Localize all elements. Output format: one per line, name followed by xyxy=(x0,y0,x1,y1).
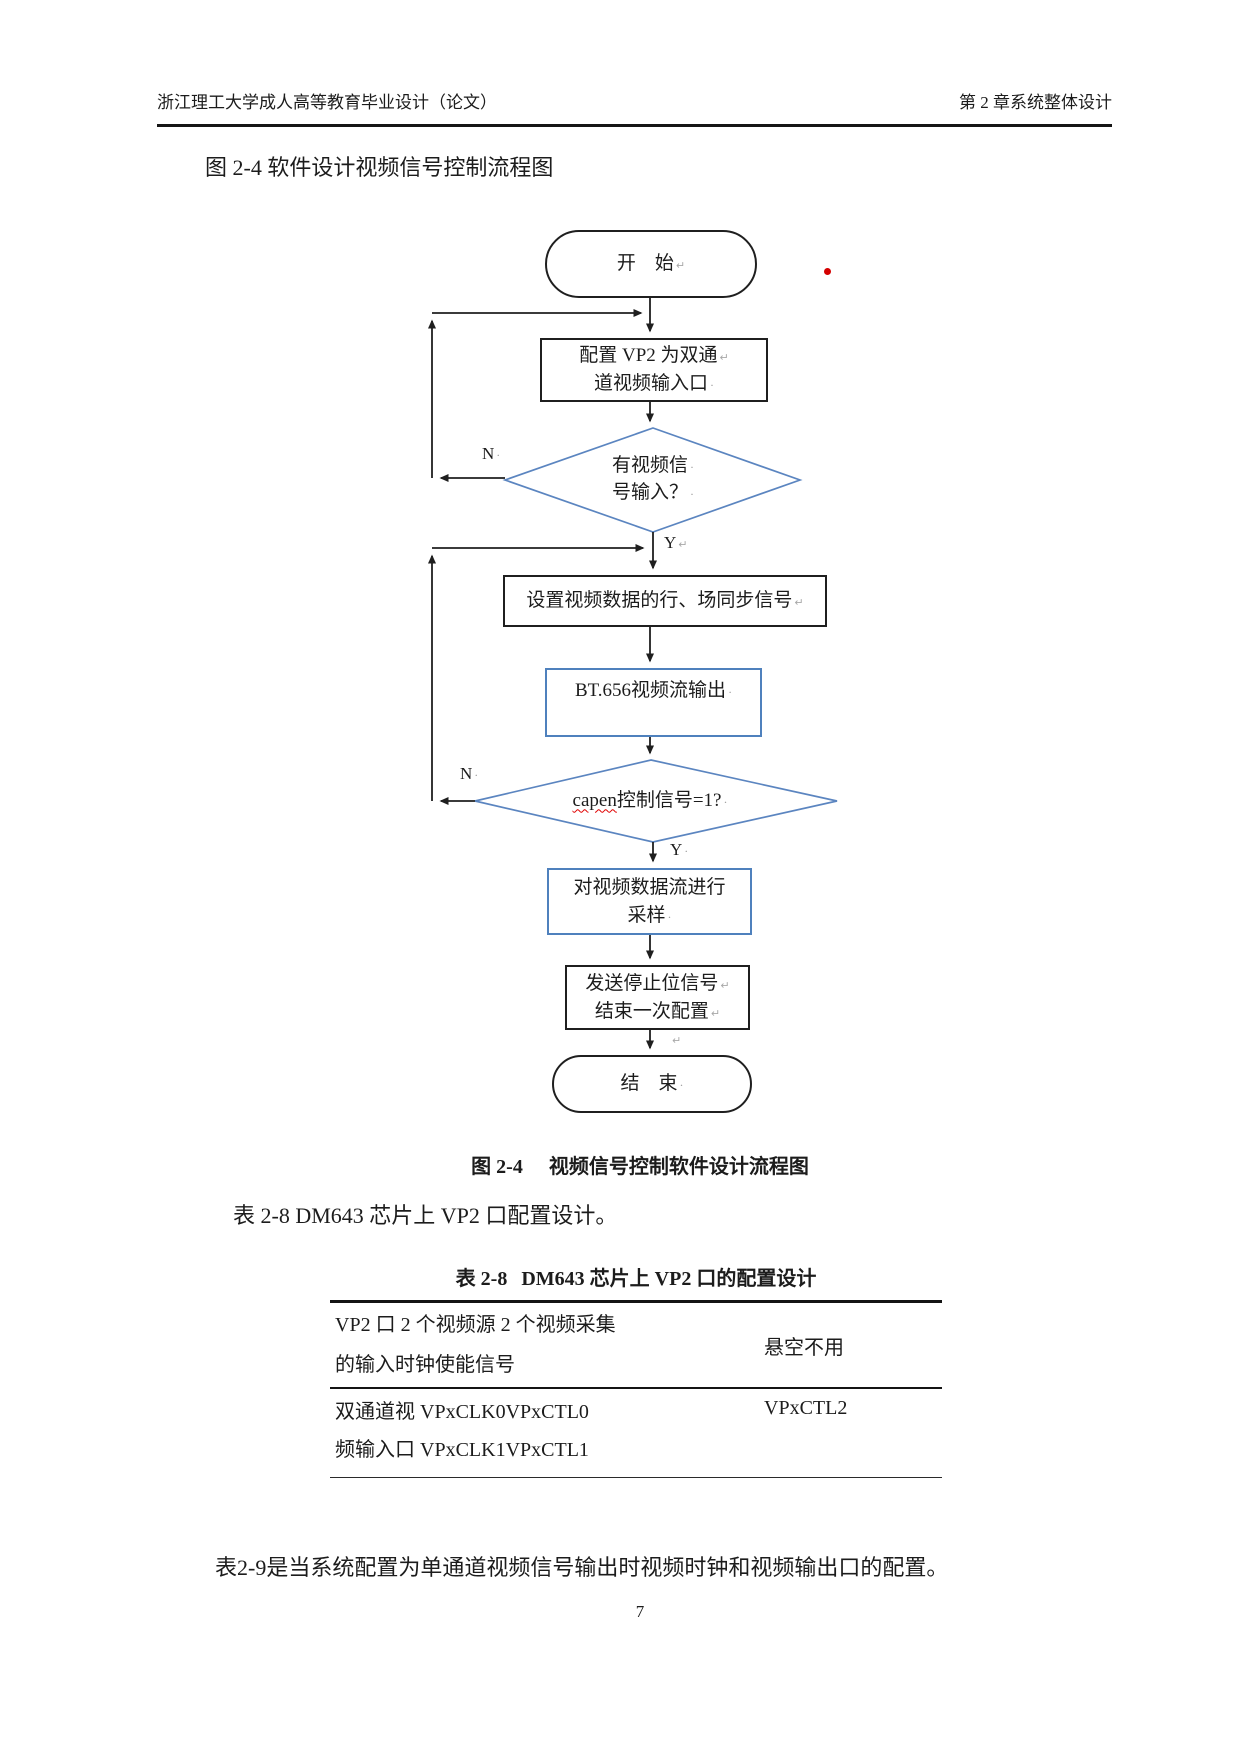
dot-mark: · xyxy=(723,794,728,809)
table-body: VP2 口 2 个视频源 2 个视频采集 的输入时钟使能信号 悬空不用 双通道视… xyxy=(330,1300,942,1478)
node-sync-label: 设置视频数据的行、场同步信号 xyxy=(526,590,793,612)
decision-video-line1: 有视频信 xyxy=(611,455,688,477)
dot-mark: · xyxy=(474,768,479,782)
decision-video-line2: 号输入？ xyxy=(611,482,688,503)
capen-word: capen xyxy=(572,789,617,811)
dot-mark: · xyxy=(667,909,672,924)
dot-mark: · xyxy=(690,487,694,501)
dot-mark: · xyxy=(496,448,501,462)
return-mark: ↵ xyxy=(794,596,804,610)
dot-mark: · xyxy=(728,685,733,699)
node-start-label: 开 始 xyxy=(616,253,674,275)
dot-mark: · xyxy=(684,844,689,858)
table-title-number: 表 2-8 xyxy=(455,1268,508,1290)
label-n-capen: N· xyxy=(460,764,479,783)
cell-config-value: VPxCTL2 xyxy=(764,1397,848,1419)
return-mark: ↵ xyxy=(719,351,729,365)
cell-signal-description: 双通道视 VPxCLK0VPxCTL0 频输入口 VPxCLK1VPxCTL1 xyxy=(330,1389,759,1477)
figure-caption: 图 2-4 视频信号控制软件设计流程图 xyxy=(30,1150,1240,1179)
node-end-label: 结 束 xyxy=(620,1073,678,1095)
node-sample-line2: 采样 xyxy=(627,904,666,926)
table-row: VP2 口 2 个视频源 2 个视频采集 的输入时钟使能信号 悬空不用 xyxy=(330,1303,942,1389)
cell-line: 频输入口 VPxCLK1VPxCTL1 xyxy=(335,1439,589,1461)
node-stop-bit: 发送停止位信号↵ 结束一次配置↵ xyxy=(565,965,750,1030)
loop-video-signal-n xyxy=(428,309,643,482)
cell-line: 双通道视 VPxCLK0VPxCTL0 xyxy=(335,1401,589,1423)
main-flow-lines xyxy=(646,298,657,1050)
label-n-video: N· xyxy=(482,444,501,463)
return-mark: ↵ xyxy=(720,978,730,992)
figure-intro-text: 图 2-4 软件设计视频信号控制流程图 xyxy=(205,155,554,180)
node-start: 开 始↵ xyxy=(545,230,757,298)
node-sample-line1: 对视频数据流进行 xyxy=(573,876,726,898)
capen-rest: 控制信号=1? xyxy=(616,789,722,811)
return-mark: ↵ xyxy=(672,1034,682,1047)
return-mark: ↵ xyxy=(675,259,686,273)
page-number: 7 xyxy=(635,1602,645,1621)
node-sample-stream: 对视频数据流进行 采样· xyxy=(547,868,752,935)
diamond-capen-text: capen控制信号=1?· xyxy=(510,786,790,816)
cell-config-value: 悬空不用 xyxy=(764,1336,844,1359)
node-config-line2: 道视频输入口 xyxy=(593,373,708,394)
node-bt656-label: BT.656视频流输出 xyxy=(574,680,727,701)
return-mark: ↵ xyxy=(678,538,688,551)
node-sync-signal: 设置视频数据的行、场同步信号↵ xyxy=(503,575,827,627)
dot-mark: · xyxy=(710,378,714,392)
loop-capen-n xyxy=(428,544,645,805)
cell-signal-description: VP2 口 2 个视频源 2 个视频采集 的输入时钟使能信号 xyxy=(330,1303,759,1387)
node-bt656-output: BT.656视频流输出· xyxy=(545,668,762,737)
table-2-8: 表 2-8 DM643 芯片上 VP2 口的配置设计 VP2 口 2 个视频源 2… xyxy=(330,1262,942,1478)
node-stop-line1: 发送停止位信号 xyxy=(585,972,719,994)
node-stop-line2: 结束一次配置 xyxy=(594,1000,709,1022)
cell-line: 的输入时钟使能信号 xyxy=(335,1354,515,1376)
label-y-video: Y↵ xyxy=(664,533,688,552)
return-mark: ↵ xyxy=(710,1006,721,1020)
dot-mark: · xyxy=(690,460,694,475)
table-title: 表 2-8 DM643 芯片上 VP2 口的配置设计 xyxy=(330,1262,942,1300)
red-dot-artifact xyxy=(824,268,831,275)
table-title-text: DM643 芯片上 VP2 口的配置设计 xyxy=(521,1268,817,1290)
node-config-vp2: 配置 VP2 为双通↵ 道视频输入口· xyxy=(540,338,768,402)
diamond-video-signal-text: 有视频信· 号输入？· xyxy=(553,440,753,520)
figure-caption-number: 图 2-4 xyxy=(471,1156,523,1178)
node-end: 结 束· xyxy=(552,1055,752,1113)
table-row: 双通道视 VPxCLK0VPxCTL0 频输入口 VPxCLK1VPxCTL1 … xyxy=(330,1389,942,1477)
dot-mark: · xyxy=(679,1078,684,1093)
header-rule xyxy=(157,124,1112,127)
label-y-capen: Y· xyxy=(670,840,689,859)
header-left-text: 浙江理工大学成人高等教育毕业设计（论文） xyxy=(157,93,497,112)
next-paragraph: 表2-9是当系统配置为单通道视频信号输出时视频时钟和视频输出口的配置。 xyxy=(215,1555,949,1580)
cell-line: VP2 口 2 个视频源 2 个视频采集 xyxy=(335,1314,616,1336)
table-intro-paragraph: 表 2-8 DM643 芯片上 VP2 口配置设计。 xyxy=(233,1203,618,1228)
node-config-line1: 配置 VP2 为双通 xyxy=(579,345,718,367)
header-right-text: 第 2 章系统整体设计 xyxy=(959,93,1112,112)
figure-caption-text: 视频信号控制软件设计流程图 xyxy=(548,1156,809,1178)
